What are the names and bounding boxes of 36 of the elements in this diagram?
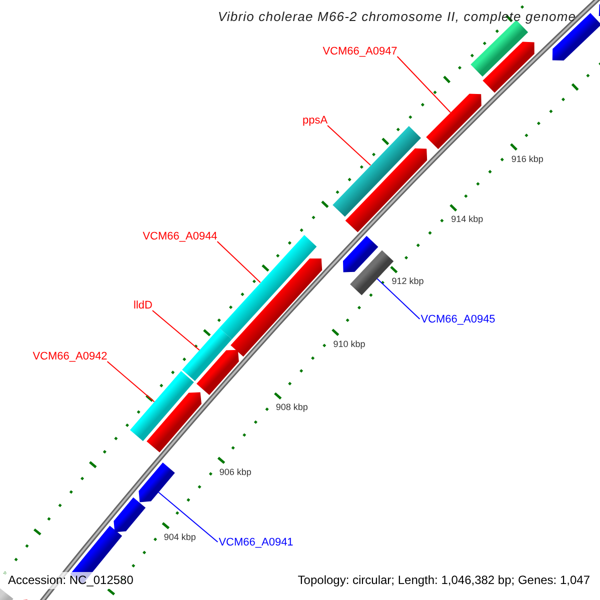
- gene-label: VCM66_A0941: [218, 536, 294, 550]
- gene-feature: [343, 236, 378, 272]
- gene-bar: [332, 126, 421, 217]
- leader-line: [152, 310, 200, 351]
- gene-label: VCM66_A0942: [32, 350, 108, 364]
- leader-line: [216, 241, 261, 283]
- leader-line: [106, 361, 155, 402]
- leader-line: [158, 492, 218, 542]
- gene-feature: [426, 94, 482, 150]
- gene-feature: [196, 350, 239, 395]
- tick-label: 908 kbp: [276, 402, 308, 414]
- gene-feature: [230, 258, 322, 357]
- gene-feature: [138, 462, 175, 502]
- gene-feature: [345, 148, 428, 232]
- leader-line: [327, 125, 372, 166]
- tick-label: 916 kbp: [511, 154, 544, 165]
- tick-label: 914 kbp: [451, 214, 484, 226]
- tick-label: 912 kbp: [392, 276, 424, 288]
- gene-bar: [219, 235, 317, 340]
- gene-feature: [482, 42, 534, 93]
- gene-label: lldD: [134, 300, 152, 312]
- tick-label: 906 kbp: [219, 466, 252, 478]
- tick-label: 904 kbp: [164, 532, 196, 543]
- tick-label: 910 kbp: [333, 338, 366, 350]
- gene-feature: [146, 392, 202, 452]
- gene-bar: [350, 250, 394, 296]
- gene-label: VCM66_A0944: [142, 230, 218, 244]
- map-title: Vibrio cholerae M66-2 chromosome II, complete genome: [218, 9, 576, 24]
- leader-line: [376, 278, 420, 320]
- gene-label: ppsA: [302, 114, 328, 128]
- gene-bar: [182, 328, 232, 381]
- gene-feature: [114, 497, 146, 532]
- leader-line: [396, 56, 452, 114]
- gene-label: VCM66_A0945: [420, 314, 496, 326]
- gene-label: VCM66_A0947: [322, 46, 398, 58]
- gene-bar: [130, 371, 194, 442]
